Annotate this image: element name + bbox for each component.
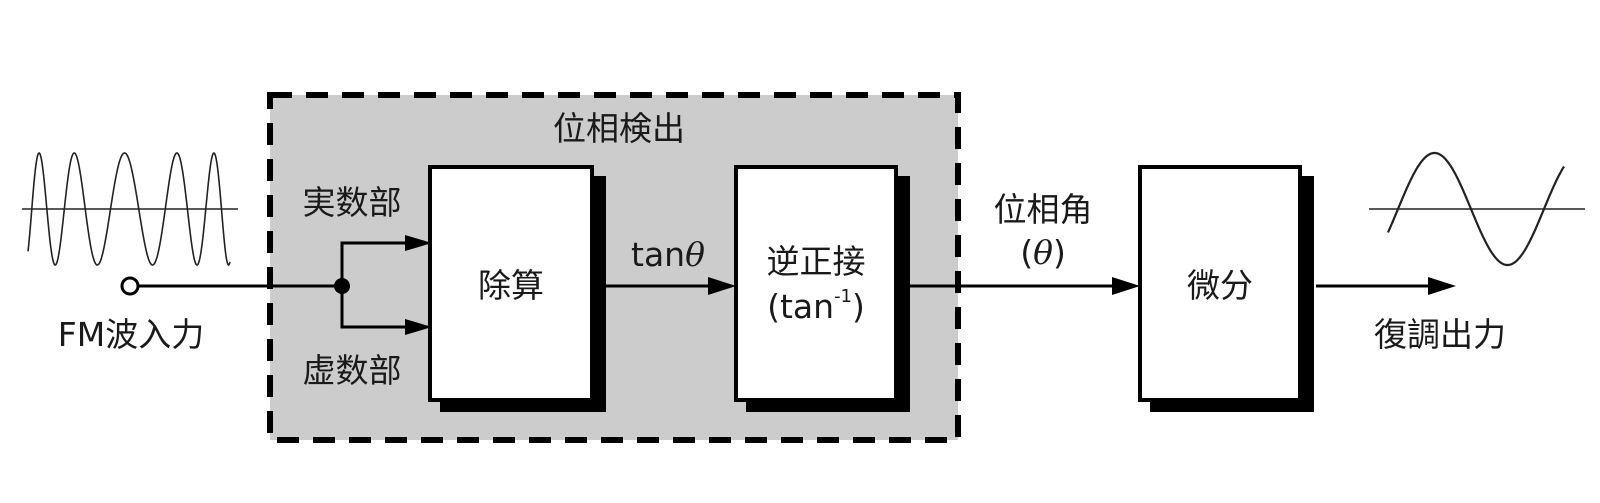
diff-block <box>1138 165 1302 402</box>
output-label: 復調出力 <box>1374 315 1506 354</box>
tan-text: tan <box>631 235 686 274</box>
divide-block <box>428 165 594 402</box>
arctan-formula-sup: -1 <box>834 286 853 307</box>
theta-symbol: θ <box>685 235 705 274</box>
arctan-block <box>734 165 898 402</box>
arctan-label: 逆正接 <box>766 242 866 281</box>
group-title: 位相検出 <box>553 109 685 148</box>
arctan-formula-prefix: (tan <box>767 287 835 326</box>
sine-wave-icon <box>1369 151 1585 267</box>
divide-label: 除算 <box>478 266 544 305</box>
real-arrowhead <box>405 235 432 251</box>
paren-open: ( <box>1020 233 1034 272</box>
input-terminal <box>120 276 140 296</box>
phase-angle-label: 位相角 <box>993 190 1093 229</box>
fm-wave-icon <box>22 152 238 267</box>
arctan-formula: (tan-1) <box>767 287 865 326</box>
phase-arrowhead <box>1112 277 1140 295</box>
tan-theta-label: tanθ <box>631 238 705 271</box>
tan-arrowhead <box>708 277 736 295</box>
real-part-label: 実数部 <box>302 183 402 222</box>
output-arrowhead <box>1428 277 1456 295</box>
real-branch-line <box>340 241 408 286</box>
paren-close: ) <box>1052 233 1066 272</box>
arctan-formula-suffix: ) <box>852 287 865 326</box>
input-label: FM波入力 <box>57 315 205 354</box>
phase-theta-label: (θ) <box>1020 236 1066 269</box>
imag-arrowhead <box>405 319 432 335</box>
diff-label: 微分 <box>1187 266 1253 305</box>
phase-theta-symbol: θ <box>1033 233 1053 272</box>
imag-branch-line <box>340 286 408 329</box>
imag-part-label: 虚数部 <box>302 351 402 390</box>
